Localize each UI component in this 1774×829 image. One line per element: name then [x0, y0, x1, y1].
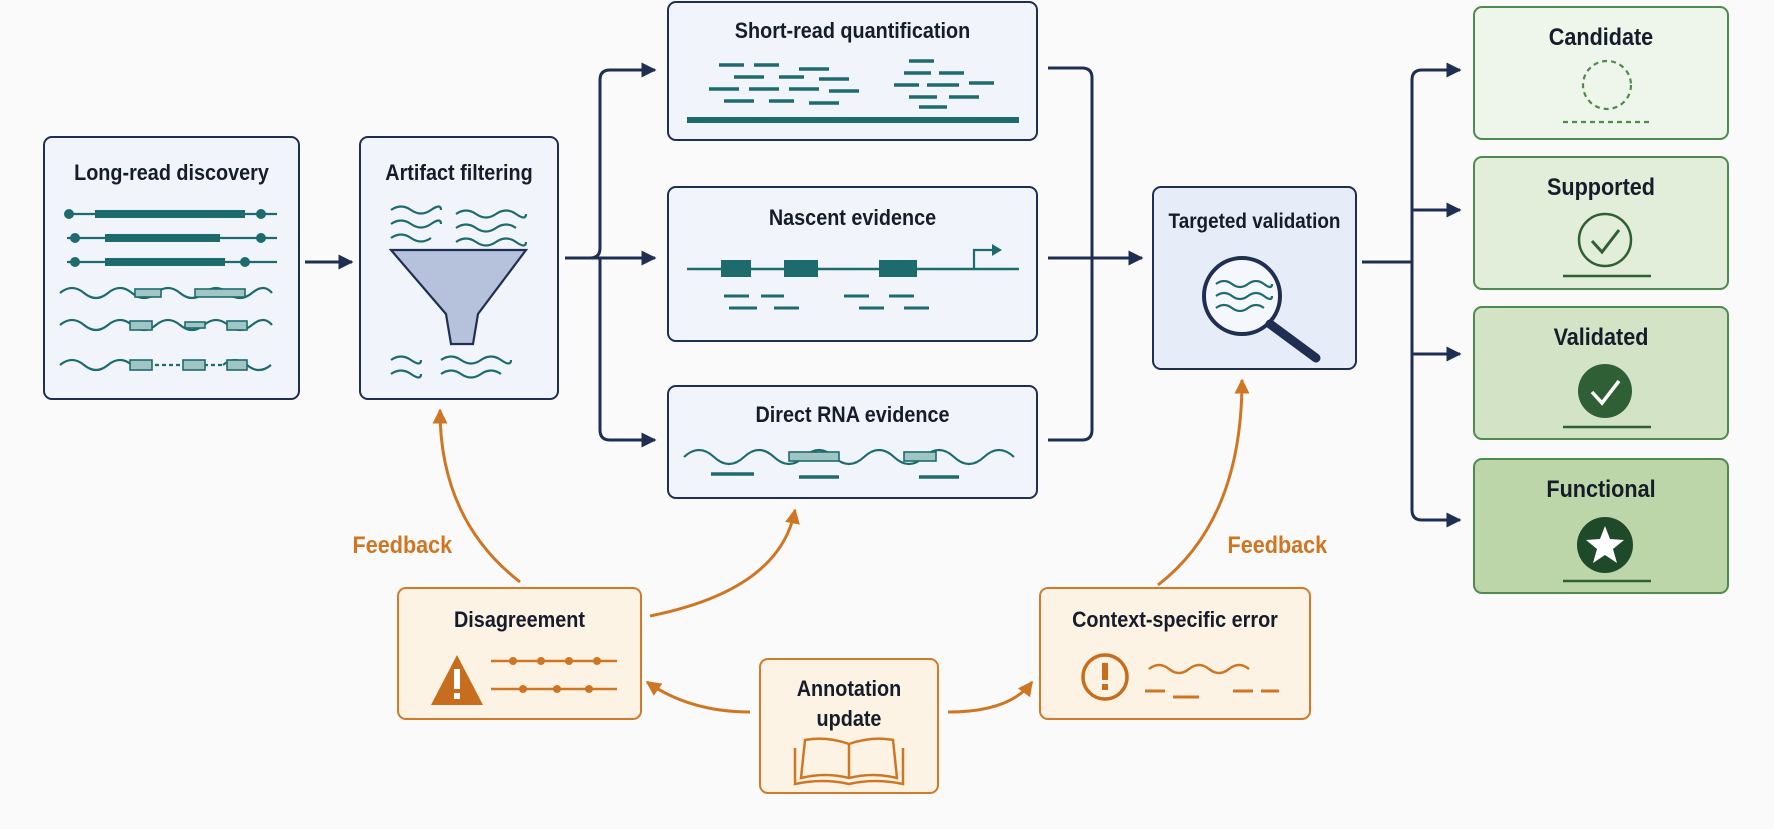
- short-reads-icon: [687, 59, 1019, 123]
- long-read-tracks-icon: [59, 209, 277, 372]
- annotation-update-line2: update: [816, 706, 882, 731]
- supported-title: Supported: [1547, 174, 1655, 201]
- outlined-check-icon: [1563, 212, 1651, 278]
- arrow-disagreement-to-filtering: [432, 408, 521, 584]
- disagreement-title: Disagreement: [454, 607, 585, 632]
- open-book-icon: [793, 737, 905, 786]
- error-circle-icon: [1081, 653, 1279, 701]
- feedback-label-left: Feedback: [352, 532, 453, 559]
- arrow-to-validated: [1410, 262, 1462, 362]
- supported-box: Supported: [1473, 156, 1729, 290]
- validated-title: Validated: [1553, 324, 1649, 351]
- direct-rna-evidence-title: Direct RNA evidence: [755, 402, 950, 427]
- arrow-to-functional: [1410, 354, 1462, 528]
- direct-rna-reads-icon: [683, 448, 1015, 479]
- direct-rna-evidence-box: Direct RNA evidence: [667, 385, 1038, 499]
- context-specific-error-title: Context-specific error: [1072, 607, 1278, 632]
- arrow-to-direct-rna: [598, 258, 657, 448]
- arrow-filtering-split: [565, 62, 657, 260]
- arrow-merge-top: [1048, 66, 1094, 442]
- context-specific-error-box: Context-specific error: [1039, 587, 1311, 720]
- funnel-icon: [388, 205, 529, 379]
- arrow-to-candidate: [1410, 62, 1462, 262]
- feedback-label-right: Feedback: [1227, 532, 1328, 559]
- short-read-quantification-title: Short-read quantification: [734, 18, 971, 43]
- nascent-evidence-box: Nascent evidence: [667, 186, 1038, 342]
- short-read-quantification-box: Short-read quantification: [667, 1, 1038, 141]
- functional-title: Functional: [1546, 476, 1656, 503]
- star-badge-icon: [1563, 517, 1651, 583]
- nascent-evidence-title: Nascent evidence: [768, 205, 937, 230]
- disagreement-box: Disagreement: [397, 587, 642, 720]
- annotation-update-box: Annotation update: [759, 658, 939, 794]
- artifact-filtering-title: Artifact filtering: [385, 160, 533, 185]
- nascent-transcription-icon: [687, 244, 1019, 310]
- magnifier-icon: [1202, 256, 1321, 363]
- validated-box: Validated: [1473, 306, 1729, 440]
- warning-icon: [431, 655, 617, 705]
- filled-check-icon: [1563, 364, 1651, 429]
- candidate-box: Candidate: [1473, 6, 1729, 140]
- dashed-circle-icon: [1563, 59, 1651, 124]
- long-read-discovery-title: Long-read discovery: [74, 160, 269, 185]
- functional-box: Functional: [1473, 458, 1729, 594]
- targeted-validation-box: Targeted validation: [1152, 186, 1357, 370]
- artifact-filtering-box: Artifact filtering: [359, 136, 559, 400]
- arrow-disagreement-to-direct-rna: [649, 508, 800, 618]
- candidate-title: Candidate: [1548, 24, 1654, 51]
- long-read-discovery-box: Long-read discovery: [43, 136, 300, 400]
- targeted-validation-title: Targeted validation: [1168, 210, 1341, 233]
- arrow-annotation-to-disagreement: [645, 680, 751, 714]
- arrow-annotation-to-context: [947, 680, 1034, 714]
- annotation-update-line1: Annotation: [796, 676, 902, 701]
- arrow-context-to-validation: [1157, 378, 1250, 587]
